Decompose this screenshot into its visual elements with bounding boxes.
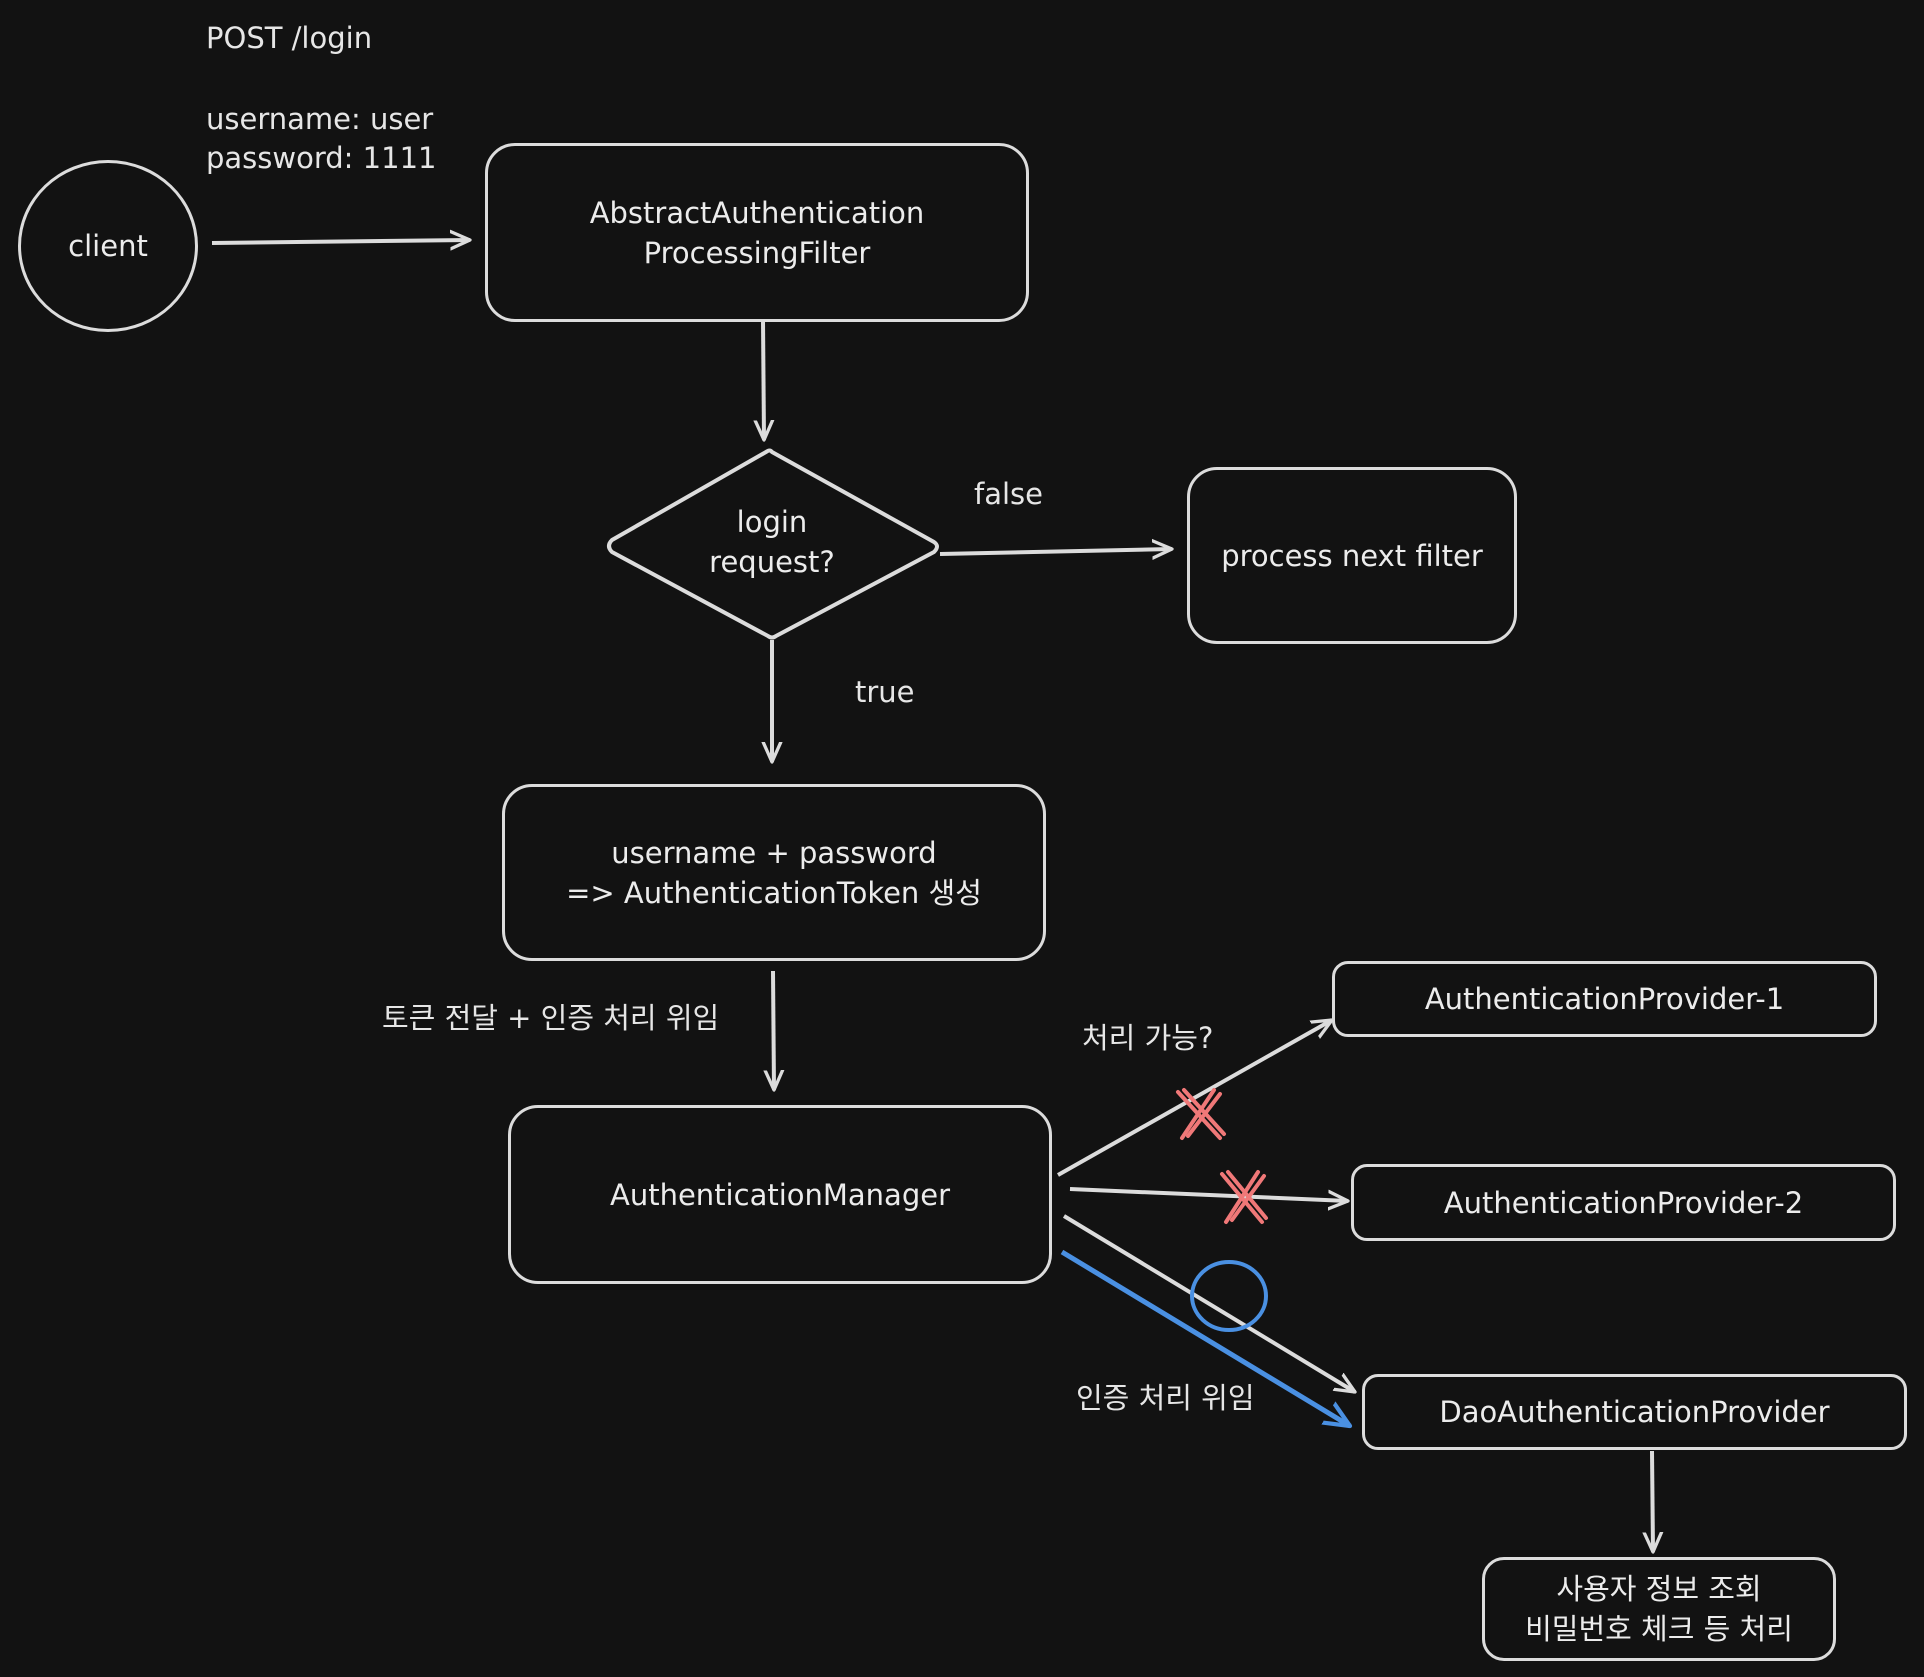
decision-label-line1: login xyxy=(736,505,808,539)
authentication-provider-2-node: AuthenticationProvider-2 xyxy=(1351,1164,1896,1241)
arrow-dao-to-user-info xyxy=(1652,1450,1653,1552)
request-username-label: username: user xyxy=(206,102,434,136)
client-node: client xyxy=(18,160,198,332)
can-process-edge-label: 처리 가능? xyxy=(1082,1021,1214,1055)
dao-provider-label: DaoAuthenticationProvider xyxy=(1439,1395,1830,1429)
user-info-processing-node: 사용자 정보 조회 비밀번호 체크 등 처리 xyxy=(1482,1557,1836,1661)
manager-label: AuthenticationManager xyxy=(610,1177,950,1212)
client-label: client xyxy=(68,229,148,263)
arrow-token-to-manager xyxy=(773,970,774,1090)
arrow-filter-to-decision xyxy=(763,319,764,440)
filter-label-line2: ProcessingFilter xyxy=(643,235,871,270)
authentication-provider-1-node: AuthenticationProvider-1 xyxy=(1332,961,1877,1037)
token-creation-node: username + password => AuthenticationTok… xyxy=(502,784,1046,961)
request-method-label: POST /login xyxy=(206,21,373,55)
user-info-label-line2: 비밀번호 체크 등 처리 xyxy=(1525,1612,1793,1646)
arrow-manager-to-dao-provider xyxy=(1062,1214,1355,1394)
arrow-client-to-filter xyxy=(211,240,470,243)
arrow-manager-to-provider1 xyxy=(1057,1018,1332,1177)
authentication-manager-node: AuthenticationManager xyxy=(508,1105,1052,1284)
next-filter-node: process next filter xyxy=(1187,467,1517,644)
accept-mark-dao xyxy=(1190,1260,1268,1332)
authentication-filter-node: AbstractAuthentication ProcessingFilter xyxy=(485,143,1029,322)
request-password-label: password: 1111 xyxy=(206,141,437,175)
next-filter-label: process next filter xyxy=(1221,538,1483,573)
dao-authentication-provider-node: DaoAuthenticationProvider xyxy=(1362,1374,1907,1450)
filter-label-line1: AbstractAuthentication xyxy=(589,195,925,230)
provider2-label: AuthenticationProvider-2 xyxy=(1443,1185,1804,1220)
decision-label-line2: request? xyxy=(709,545,835,579)
decision-label: login request? xyxy=(672,502,872,582)
selected-path-arrow xyxy=(1060,1249,1350,1429)
arrow-decision-to-next-filter xyxy=(939,549,1172,554)
token-label-line1: username + password xyxy=(611,835,937,870)
reject-mark-provider1 xyxy=(1176,1088,1226,1140)
delegate-token-edge-label: 토큰 전달 + 인증 처리 위임 xyxy=(382,1001,720,1035)
decision-diamond xyxy=(607,448,939,640)
token-label-line2: => AuthenticationToken 생성 xyxy=(566,875,982,910)
true-edge-label: true xyxy=(855,675,915,709)
provider1-label: AuthenticationProvider-1 xyxy=(1424,982,1785,1016)
user-info-label-line1: 사용자 정보 조회 xyxy=(1556,1572,1762,1606)
reject-mark-provider2 xyxy=(1220,1170,1268,1224)
arrow-manager-to-provider2 xyxy=(1069,1187,1348,1201)
delegate-auth-edge-label: 인증 처리 위임 xyxy=(1076,1381,1255,1415)
false-edge-label: false xyxy=(974,477,1043,511)
